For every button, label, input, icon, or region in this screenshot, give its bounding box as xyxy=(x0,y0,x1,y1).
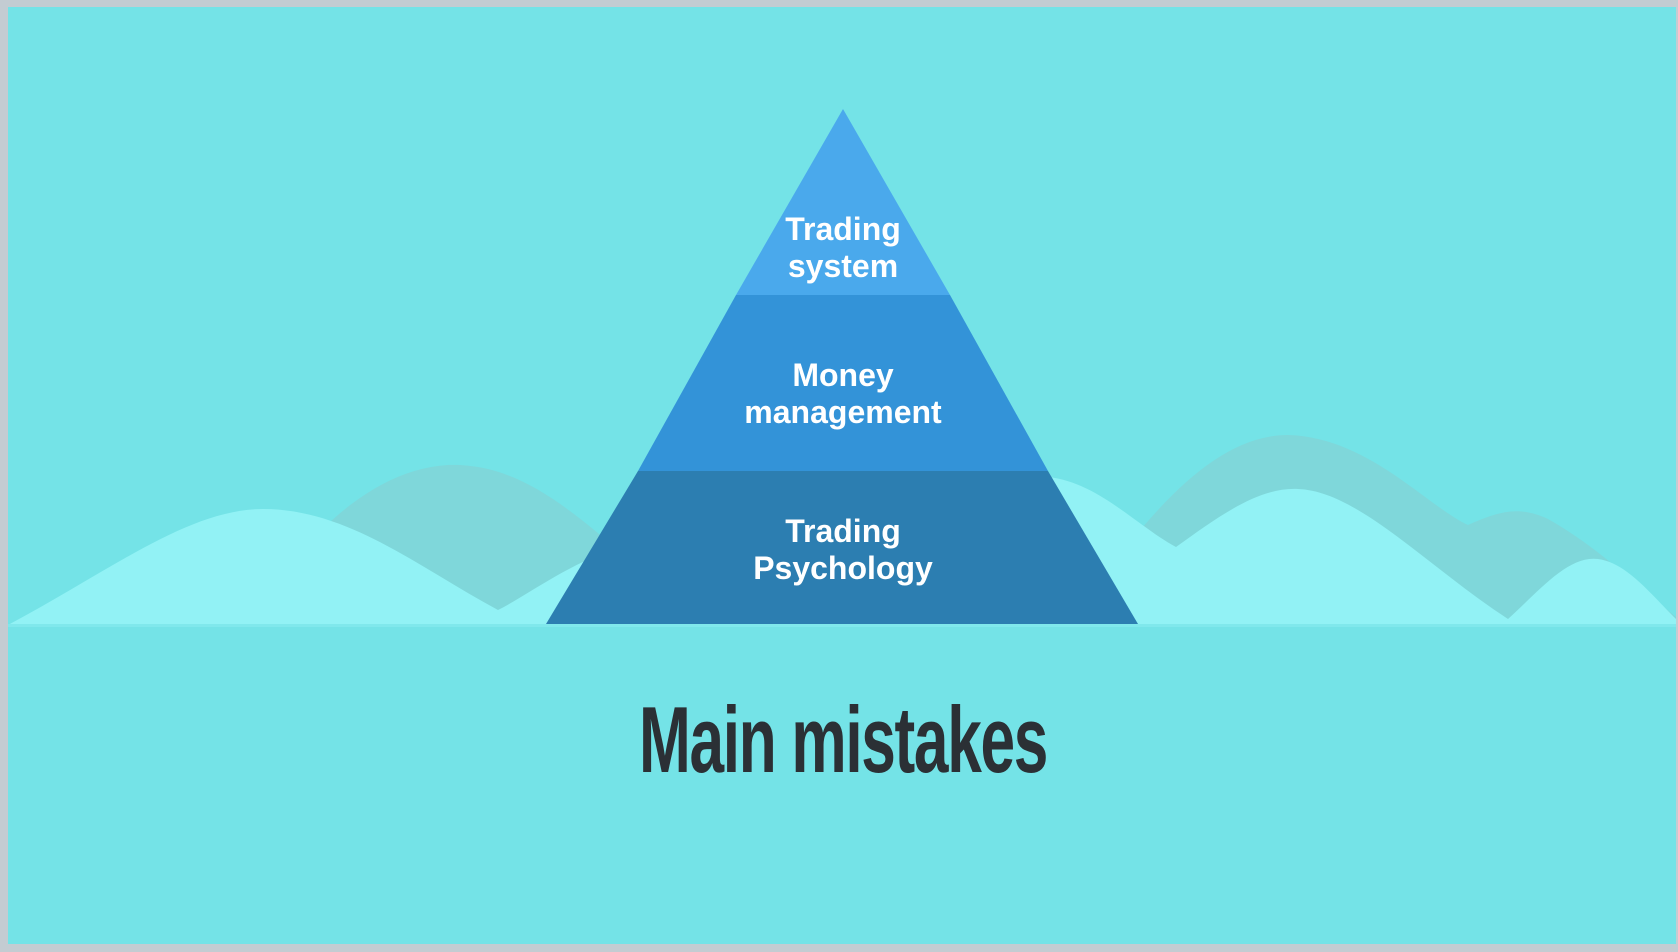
slide: Trading system Money management Trading … xyxy=(8,7,1676,944)
slide-title: Main mistakes xyxy=(639,687,1047,792)
pyramid: Trading system Money management Trading … xyxy=(546,109,1138,624)
ground-line xyxy=(8,624,1676,627)
tier-top-label-line-1: Trading xyxy=(785,211,901,247)
slide-canvas: Trading system Money management Trading … xyxy=(8,7,1676,944)
tier-bottom-label-line-2: Psychology xyxy=(753,550,933,586)
tier-top-label-line-2: system xyxy=(788,248,898,284)
pyramid-tier-top xyxy=(736,109,950,295)
tier-bottom-label-line-1: Trading xyxy=(785,513,901,549)
tier-middle-label-line-1: Money xyxy=(792,357,894,393)
pyramid-tier-bottom xyxy=(546,471,1138,624)
hill-light-right xyxy=(1048,477,1676,625)
tier-middle-label-line-2: management xyxy=(744,394,942,430)
pyramid-tier-middle xyxy=(638,295,1048,471)
hill-light-left xyxy=(8,509,618,625)
